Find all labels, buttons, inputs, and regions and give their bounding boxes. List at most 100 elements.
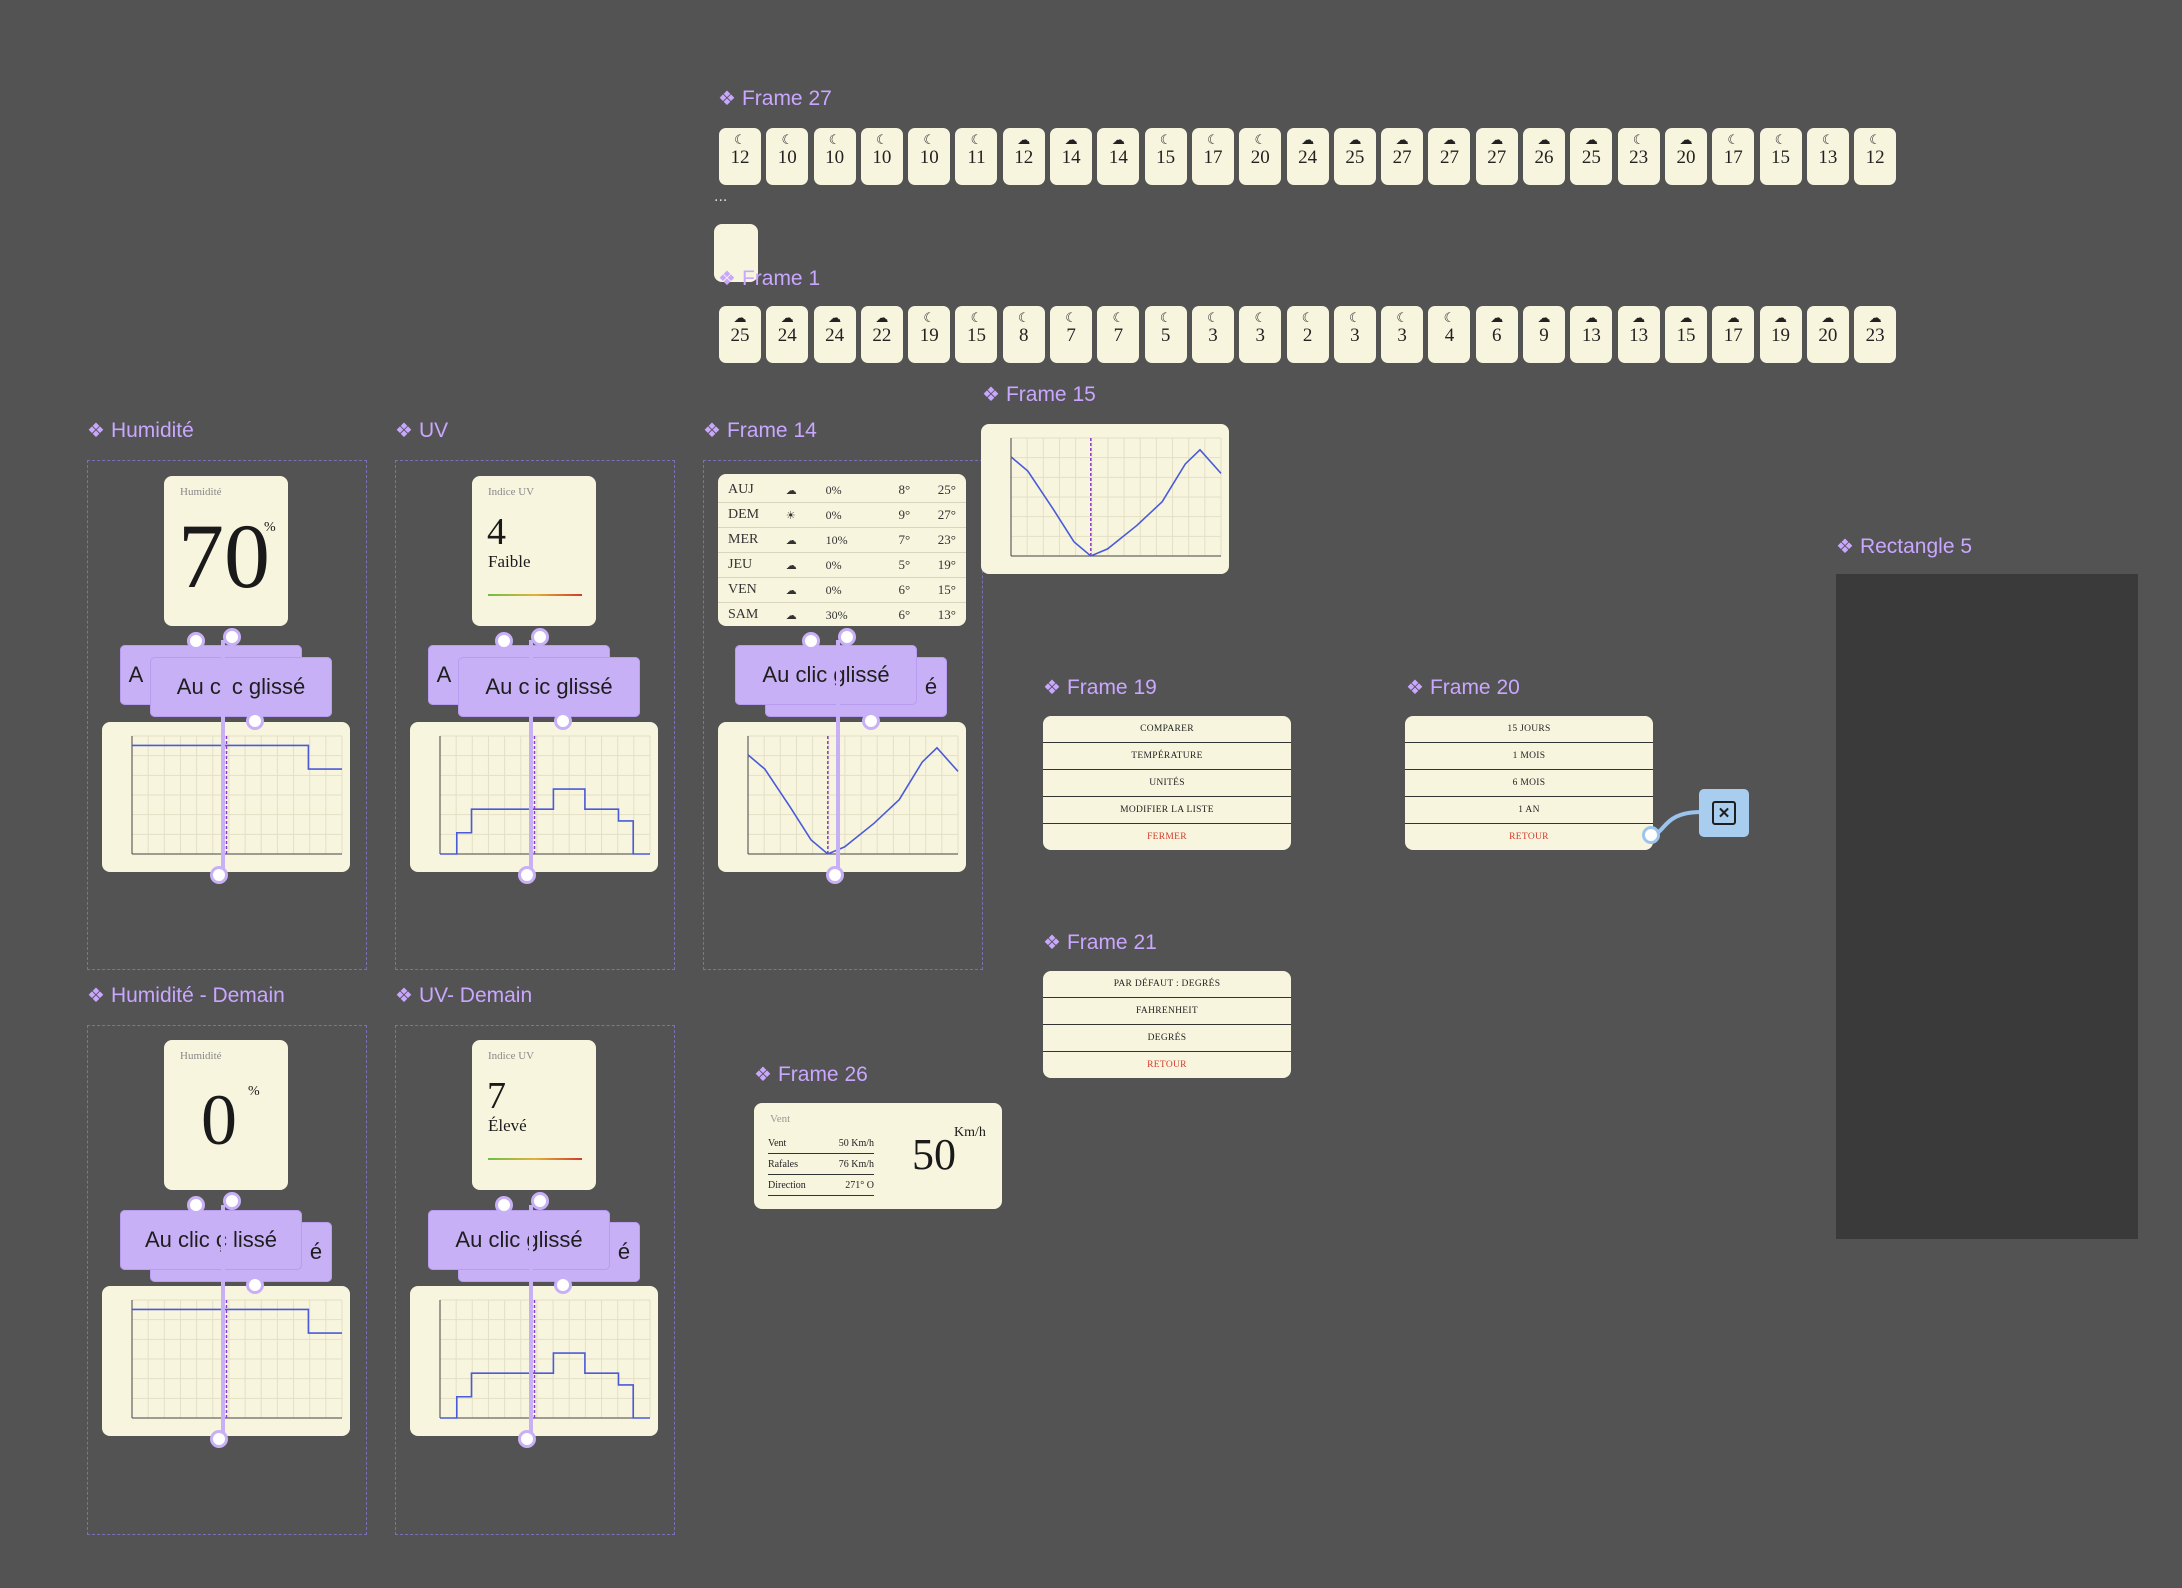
hour-card[interactable]: ☁20 [1806, 306, 1849, 363]
interaction-bubble[interactable]: Au clic ç lissé [120, 1210, 302, 1270]
connector-node[interactable] [838, 628, 856, 646]
hour-card[interactable]: ☁14 [1050, 128, 1093, 185]
menu-item[interactable]: 1 MOIS [1405, 743, 1653, 770]
hour-card[interactable]: ☾5 [1144, 306, 1187, 363]
hour-card[interactable]: ☾4 [1428, 306, 1471, 363]
hour-card[interactable]: ☁19 [1759, 306, 1802, 363]
frame-20-label[interactable]: ❖Frame 20 [1406, 676, 1520, 699]
connector-node[interactable] [210, 866, 228, 884]
hour-card[interactable]: ☁25 [719, 306, 761, 363]
empty-card-placeholder[interactable] [714, 224, 758, 282]
hour-card[interactable]: ☾19 [908, 306, 951, 363]
frame-26-label[interactable]: ❖Frame 26 [754, 1063, 868, 1086]
hour-card[interactable]: ☁17 [1712, 306, 1755, 363]
connector-node[interactable] [210, 1430, 228, 1448]
connector-node[interactable] [223, 628, 241, 646]
hour-card[interactable]: ☾3 [1333, 306, 1376, 363]
humidite-demain-card[interactable]: Humidité 0 % [164, 1040, 288, 1190]
hour-card[interactable]: ☾7 [1050, 306, 1093, 363]
hour-card[interactable]: ☾12 [1854, 128, 1897, 185]
connector-node[interactable] [187, 632, 205, 650]
hour-card[interactable]: ☾11 [955, 128, 998, 185]
hour-card[interactable]: ☁25 [1570, 128, 1613, 185]
connector-node[interactable] [862, 712, 880, 730]
hour-card[interactable]: ☾17 [1191, 128, 1234, 185]
hour-card[interactable]: ☁15 [1664, 306, 1707, 363]
hour-card[interactable]: ☁13 [1617, 306, 1660, 363]
hour-card[interactable]: ☾10 [766, 128, 809, 185]
hour-card[interactable]: ☾12 [719, 128, 761, 185]
forecast-row[interactable]: SAM☁30%6°13° [718, 603, 966, 627]
menu-item[interactable]: TEMPÉRATURE [1043, 743, 1291, 770]
connector-node[interactable] [826, 866, 844, 884]
uv-demain-card[interactable]: Indice UV 7 Élevé [472, 1040, 596, 1190]
hour-card[interactable]: ☁27 [1428, 128, 1471, 185]
menu-item[interactable]: DEGRÉS [1043, 1025, 1291, 1052]
hour-card[interactable]: ☾10 [813, 128, 856, 185]
interaction-bubble[interactable]: Au clic glissé [428, 1210, 610, 1270]
hour-card[interactable]: ☁24 [766, 306, 809, 363]
connector-node[interactable] [802, 632, 820, 650]
forecast-row[interactable]: DEM☀0%9°27° [718, 503, 966, 528]
menu-item[interactable]: UNITÉS [1043, 770, 1291, 797]
hour-card[interactable]: ☁27 [1475, 128, 1518, 185]
hour-card[interactable]: ☁24 [1286, 128, 1329, 185]
humidite-demain-label[interactable]: ❖Humidité - Demain [87, 984, 285, 1007]
hour-card[interactable]: ☾10 [908, 128, 951, 185]
forecast-row[interactable]: VEN☁0%6°15° [718, 578, 966, 603]
hour-card[interactable]: ☾23 [1617, 128, 1660, 185]
frame-19-label[interactable]: ❖Frame 19 [1043, 676, 1157, 699]
frame-15-temperature-chart[interactable] [981, 424, 1229, 574]
hour-card[interactable]: ☾15 [1759, 128, 1802, 185]
forecast-row[interactable]: AUJ☁0%8°25° [718, 478, 966, 503]
hour-card[interactable]: ☾17 [1712, 128, 1755, 185]
frame-27-label[interactable]: ❖Frame 27 [718, 87, 832, 110]
humidite-card[interactable]: Humidité 70 % [164, 476, 288, 626]
hour-card[interactable]: ☁6 [1475, 306, 1518, 363]
forecast-row[interactable]: MER☁10%7°23° [718, 528, 966, 553]
hour-card[interactable]: ☾20 [1239, 128, 1282, 185]
frame-21-label[interactable]: ❖Frame 21 [1043, 931, 1157, 954]
hour-card[interactable]: ☾15 [1144, 128, 1187, 185]
hour-card[interactable]: ☁20 [1664, 128, 1707, 185]
uv-card[interactable]: Indice UV 4 Faible [472, 476, 596, 626]
forecast-row[interactable]: JEU☁0%5°19° [718, 553, 966, 578]
connector-node[interactable] [531, 628, 549, 646]
hour-card[interactable]: ☾3 [1191, 306, 1234, 363]
connector-node[interactable] [223, 1192, 241, 1210]
frame-15-label[interactable]: ❖Frame 15 [982, 383, 1096, 406]
connector-node[interactable] [246, 712, 264, 730]
uv-label[interactable]: ❖UV [395, 419, 449, 442]
forecast-list[interactable]: AUJ☁0%8°25°DEM☀0%9°27°MER☁10%7°23°JEU☁0%… [718, 474, 966, 626]
interaction-bubble[interactable]: Au cl c glissé [150, 657, 332, 717]
connector-node[interactable] [554, 1276, 572, 1294]
hour-card[interactable]: ☁13 [1570, 306, 1613, 363]
interaction-bubble[interactable]: Au clic glissé [458, 657, 640, 717]
hour-card[interactable]: ☁26 [1523, 128, 1566, 185]
connector-node[interactable] [1642, 826, 1660, 844]
menu-item[interactable]: 1 AN [1405, 797, 1653, 824]
hour-card[interactable]: ☾15 [955, 306, 998, 363]
rectangle-5-label[interactable]: ❖Rectangle 5 [1836, 535, 1973, 558]
frame-1-label[interactable]: ❖Frame 1 [718, 267, 821, 290]
connector-node[interactable] [495, 1196, 513, 1214]
hour-card[interactable]: ☁12 [1002, 128, 1045, 185]
hour-card[interactable]: ☁27 [1381, 128, 1424, 185]
frame-14-label[interactable]: ❖Frame 14 [703, 419, 817, 442]
menu-item[interactable]: 15 JOURS [1405, 716, 1653, 743]
connector-node[interactable] [531, 1192, 549, 1210]
close-action[interactable]: ✕ [1699, 789, 1749, 837]
menu-item[interactable]: COMPARER [1043, 716, 1291, 743]
hour-card[interactable]: ☁25 [1333, 128, 1376, 185]
hour-card[interactable]: ☁22 [860, 306, 903, 363]
menu-item[interactable]: PAR DÉFAUT : DEGRÉS [1043, 971, 1291, 998]
hour-card[interactable]: ☁14 [1097, 128, 1140, 185]
connector-node[interactable] [518, 866, 536, 884]
menu-item[interactable]: 6 MOIS [1405, 770, 1653, 797]
uv-demain-label[interactable]: ❖UV- Demain [395, 984, 533, 1007]
hour-card[interactable]: ☁24 [813, 306, 856, 363]
hour-card[interactable]: ☾13 [1806, 128, 1849, 185]
connector-node[interactable] [518, 1430, 536, 1448]
hour-card[interactable]: ☾3 [1239, 306, 1282, 363]
